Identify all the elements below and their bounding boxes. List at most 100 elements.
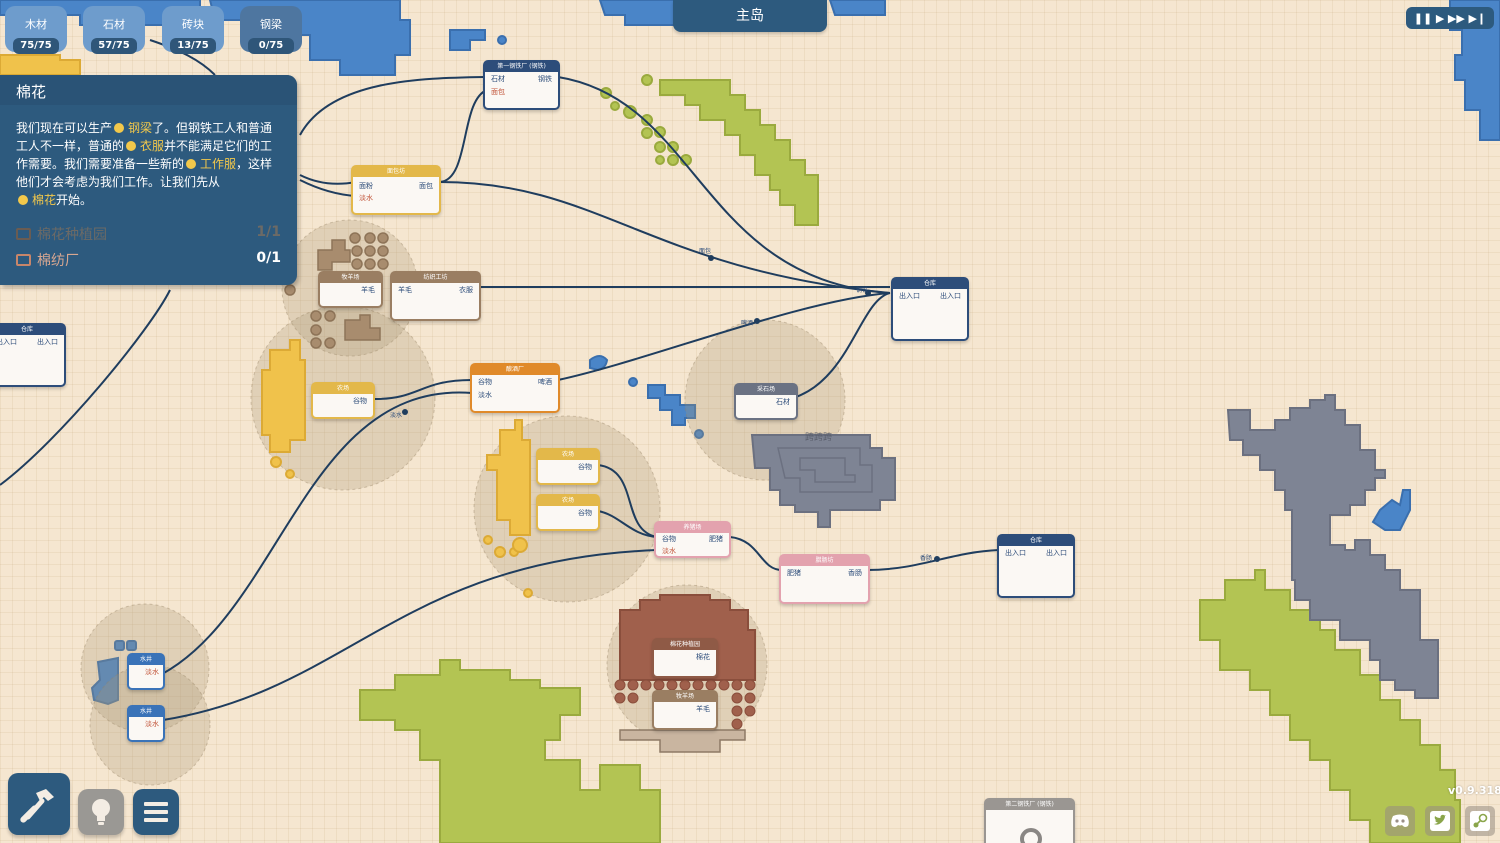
output-port-sausage[interactable]: 香肠: [848, 569, 862, 577]
resource-label: 石材: [103, 18, 125, 31]
node-farm-1[interactable]: 农场 谷物: [311, 382, 375, 419]
node-title: 第一钢铁厂 (钢铁): [485, 62, 558, 72]
input-port-wool[interactable]: 羊毛: [398, 286, 412, 294]
node-brewery[interactable]: 酿酒厂 谷物 淡水 啤酒: [470, 363, 560, 413]
node-title: 牧羊场: [654, 692, 716, 702]
warehouse-entrance-in[interactable]: 出入口: [1005, 549, 1026, 557]
fast-forward-button[interactable]: ▶▶: [1447, 11, 1465, 25]
resource-wood[interactable]: 木材 75/75: [5, 6, 67, 54]
input-port-flour[interactable]: 面粉: [359, 182, 373, 190]
route-label-beer: 啤酒: [741, 320, 754, 327]
node-sausage-workshop[interactable]: 腊肠坊 肥猪 香肠: [779, 554, 870, 604]
play-button[interactable]: ▶: [1435, 11, 1445, 25]
node-bakery[interactable]: 面包坊 面粉 淡水 面包: [351, 165, 441, 215]
steam-button[interactable]: [1465, 806, 1495, 836]
node-steelworks-2[interactable]: 第二钢铁厂 (钢铁): [984, 798, 1075, 843]
node-cotton-plantation[interactable]: 棉花种植园 棉花: [652, 638, 718, 678]
pause-button[interactable]: ❚❚: [1413, 11, 1433, 25]
output-port-clothes[interactable]: 衣服: [459, 286, 473, 294]
node-pig-farm[interactable]: 养猪场 谷物 淡水 肥猪: [654, 521, 731, 558]
input-port-water[interactable]: 淡水: [662, 547, 676, 555]
resource-link-workwear[interactable]: 工作服: [200, 157, 237, 171]
node-well-1[interactable]: 水井 淡水: [127, 653, 165, 690]
grass-terrain: [359, 74, 1461, 843]
resource-brick[interactable]: 砖块 13/75: [162, 6, 224, 54]
node-warehouse-main[interactable]: 仓库 出入口 出入口: [891, 277, 969, 341]
resource-stone[interactable]: 石材 57/75: [83, 6, 145, 54]
output-port-bread[interactable]: 面包: [419, 182, 433, 190]
node-title: 农场: [313, 384, 373, 394]
island-tab-main[interactable]: 主岛: [673, 0, 827, 32]
output-port-cotton[interactable]: 棉花: [696, 653, 710, 661]
resource-dot-icon: [114, 123, 125, 133]
output-port-wool[interactable]: 羊毛: [696, 705, 710, 713]
input-port-water[interactable]: 淡水: [478, 391, 492, 399]
node-farm-2[interactable]: 农场 谷物: [536, 448, 600, 485]
warehouse-entrance-in[interactable]: 出入口: [0, 338, 17, 346]
ideas-button[interactable]: [78, 789, 124, 835]
node-quarry[interactable]: 采石场 石材: [734, 383, 798, 420]
discord-button[interactable]: [1385, 806, 1415, 836]
pasture-terrain: [284, 232, 389, 349]
input-port-bread[interactable]: 面包: [491, 88, 505, 96]
mountain-label: 跨跨跨: [805, 433, 833, 443]
route-markers: [402, 255, 940, 562]
node-title: 牧羊场: [320, 273, 381, 283]
warehouse-entrance-out[interactable]: 出入口: [1046, 549, 1067, 557]
input-port-stone[interactable]: 石材: [491, 75, 505, 83]
warehouse-entrance-in[interactable]: 出入口: [899, 292, 920, 300]
node-title: 仓库: [999, 536, 1073, 546]
node-title: 腊肠坊: [781, 556, 868, 566]
rock-inner: [777, 447, 873, 493]
node-title: 纺织工坊: [392, 273, 479, 283]
task-label: 棉花种植园: [37, 227, 107, 243]
node-textile-workshop[interactable]: 纺织工坊 羊毛 衣服: [390, 271, 481, 321]
node-well-2[interactable]: 水井 淡水: [127, 705, 165, 742]
node-title: 面包坊: [353, 167, 439, 177]
node-steelworks[interactable]: 第一钢铁厂 (钢铁) 石材 面包 钢铁: [483, 60, 560, 110]
resource-link-clothes[interactable]: 衣服: [140, 139, 165, 153]
quest-task-cotton-plantation[interactable]: 棉花种植园 1/1: [16, 224, 281, 244]
twitter-button[interactable]: [1425, 806, 1455, 836]
task-progress: 1/1: [256, 224, 281, 240]
quest-task-cotton-mill[interactable]: 棉纺厂 0/1: [16, 250, 281, 270]
input-port-water[interactable]: 淡水: [359, 194, 373, 202]
route-label-bread: 面包: [699, 248, 712, 255]
node-title: 养猪场: [656, 523, 729, 533]
node-farm-3[interactable]: 农场 谷物: [536, 494, 600, 531]
output-port-grain[interactable]: 谷物: [578, 463, 592, 471]
warehouse-entrance-out[interactable]: 出入口: [940, 292, 961, 300]
fastest-button[interactable]: ▶❙: [1468, 11, 1487, 25]
node-title: 水井: [129, 707, 163, 717]
input-port-pig[interactable]: 肥猪: [787, 569, 801, 577]
node-sheep-farm[interactable]: 牧羊场 羊毛: [318, 271, 383, 308]
resource-count: 57/75: [91, 38, 137, 54]
node-sheep-farm-2[interactable]: 牧羊场 羊毛: [652, 690, 718, 730]
field-terrain: [0, 54, 533, 598]
node-warehouse-right[interactable]: 仓库 出入口 出入口: [997, 534, 1075, 598]
node-warehouse-left[interactable]: 仓库 出入口 出入口: [0, 323, 66, 387]
quest-title: 棉花: [0, 75, 297, 105]
resource-link-steel-beam[interactable]: 钢梁: [128, 121, 153, 135]
output-port-water[interactable]: 淡水: [145, 668, 159, 676]
warehouse-entrance-out[interactable]: 出入口: [37, 338, 58, 346]
node-title: 仓库: [893, 279, 967, 289]
input-port-grain[interactable]: 谷物: [478, 378, 492, 386]
output-port-pig[interactable]: 肥猪: [709, 535, 723, 543]
menu-button[interactable]: [133, 789, 179, 835]
output-port-wool[interactable]: 羊毛: [361, 286, 375, 294]
output-port-stone[interactable]: 石材: [776, 398, 790, 406]
output-port-steel[interactable]: 钢铁: [538, 75, 552, 83]
node-title: 采石场: [736, 385, 796, 395]
version-label: v0.9.318: [1448, 784, 1500, 797]
input-port-grain[interactable]: 谷物: [662, 535, 676, 543]
build-button[interactable]: [8, 773, 70, 835]
resource-steel-beam[interactable]: 钢梁 0/75: [240, 6, 302, 54]
output-port-beer[interactable]: 啤酒: [538, 378, 552, 386]
output-port-water[interactable]: 淡水: [145, 720, 159, 728]
output-port-grain[interactable]: 谷物: [353, 397, 367, 405]
building-icon: [16, 228, 31, 240]
resource-link-cotton[interactable]: 棉花: [32, 193, 57, 207]
output-port-grain[interactable]: 谷物: [578, 509, 592, 517]
